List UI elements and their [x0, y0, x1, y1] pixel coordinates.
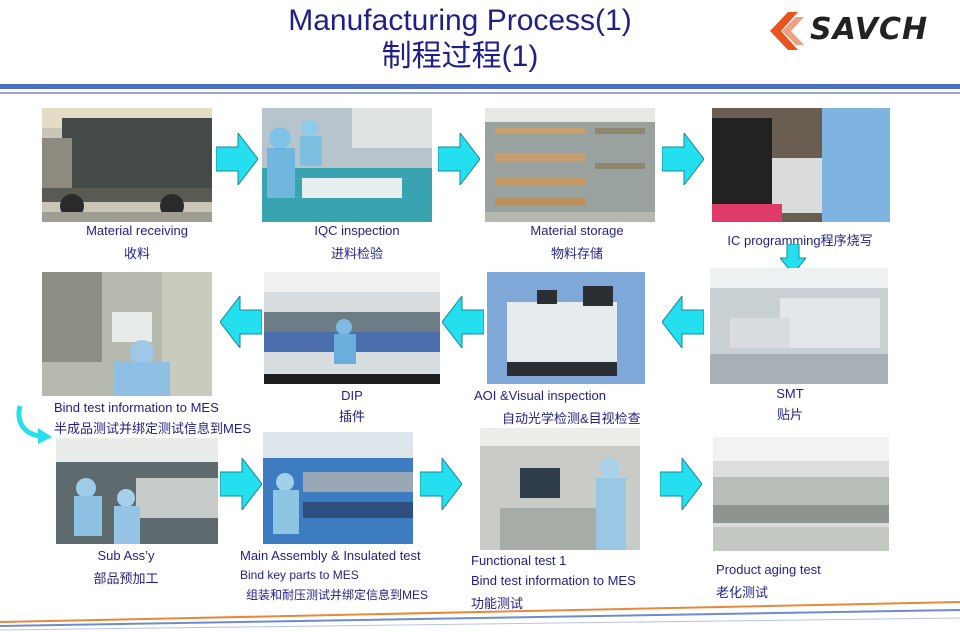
- photo-aging-test: [713, 437, 889, 551]
- header-divider-thin: [0, 92, 960, 94]
- step-label-en: Product aging test: [716, 562, 821, 577]
- step-label-en: Material storage: [530, 223, 624, 238]
- header-divider: [0, 84, 960, 89]
- photo-material-receiving: [42, 108, 212, 222]
- step-label-en: Main Assembly & Insulated test: [240, 548, 421, 563]
- photo-bind-test-info: [42, 272, 212, 396]
- step-label-en: AOI &Visual inspection: [474, 388, 606, 403]
- photo-iqc-inspection: [262, 108, 432, 222]
- step-label-cn: 物料存储: [550, 246, 603, 261]
- arrow-right-icon: [660, 458, 702, 510]
- arrow-left-icon: [662, 296, 704, 348]
- step-label-en: IC programming程序烧写: [727, 233, 873, 248]
- logo-text: SAVCH: [810, 12, 929, 47]
- step-label-en-secondary: Bind key parts to MES: [240, 568, 359, 582]
- photo-main-assembly: [263, 432, 413, 544]
- arrow-right-icon: [220, 458, 262, 510]
- arrow-down-icon: [780, 244, 806, 274]
- step-label-en: Functional test 1: [471, 553, 567, 568]
- photo-material-storage: [485, 108, 655, 222]
- step-label-cn: 进料检验: [330, 246, 383, 261]
- step-label-en-secondary: Bind test information to MES: [471, 573, 636, 588]
- arrow-right-icon: [662, 133, 704, 185]
- page-title-chinese: 制程过程(1): [381, 40, 539, 73]
- savch-logo-mark-icon: [770, 12, 804, 50]
- step-label-en: Material receiving: [86, 223, 188, 238]
- step-label-en: DIP: [341, 388, 363, 403]
- step-label-cn: 功能测试: [471, 596, 524, 611]
- arrow-right-icon: [438, 133, 480, 185]
- savch-logo: SAVCH: [768, 8, 948, 54]
- photo-smt: [710, 268, 888, 384]
- step-label-cn: 自动光学检测&目视检查: [502, 411, 641, 426]
- step-label-cn: 半成品测试并绑定测试信息到MES: [54, 421, 252, 436]
- step-label-cn: 组装和耐压测试并绑定信息到MES: [246, 588, 429, 602]
- photo-aoi-inspection: [487, 272, 645, 384]
- arrow-left-icon: [220, 296, 262, 348]
- step-label-en: IQC inspection: [314, 223, 400, 238]
- step-label-en: SMT: [776, 386, 804, 401]
- arrow-left-icon: [442, 296, 484, 348]
- step-label-cn: 老化测试: [716, 585, 769, 600]
- photo-dip: [264, 272, 440, 384]
- photo-sub-assy: [56, 438, 218, 544]
- curved-arrow-icon: [16, 405, 52, 444]
- step-label-en: Bind test information to MES: [54, 400, 219, 415]
- step-label-en: Sub Ass’y: [97, 548, 155, 563]
- footer-decoration: [0, 601, 960, 631]
- photo-functional-test: [480, 428, 640, 550]
- arrow-right-icon: [216, 133, 258, 185]
- step-label-cn: 收料: [123, 246, 150, 261]
- step-label-cn: 贴片: [776, 407, 803, 422]
- page-title: Manufacturing Process(1): [288, 4, 632, 37]
- step-label-cn: 插件: [338, 409, 365, 424]
- photo-ic-programming: [712, 108, 890, 222]
- step-label-cn: 部品预加工: [93, 571, 159, 586]
- arrow-right-icon: [420, 458, 462, 510]
